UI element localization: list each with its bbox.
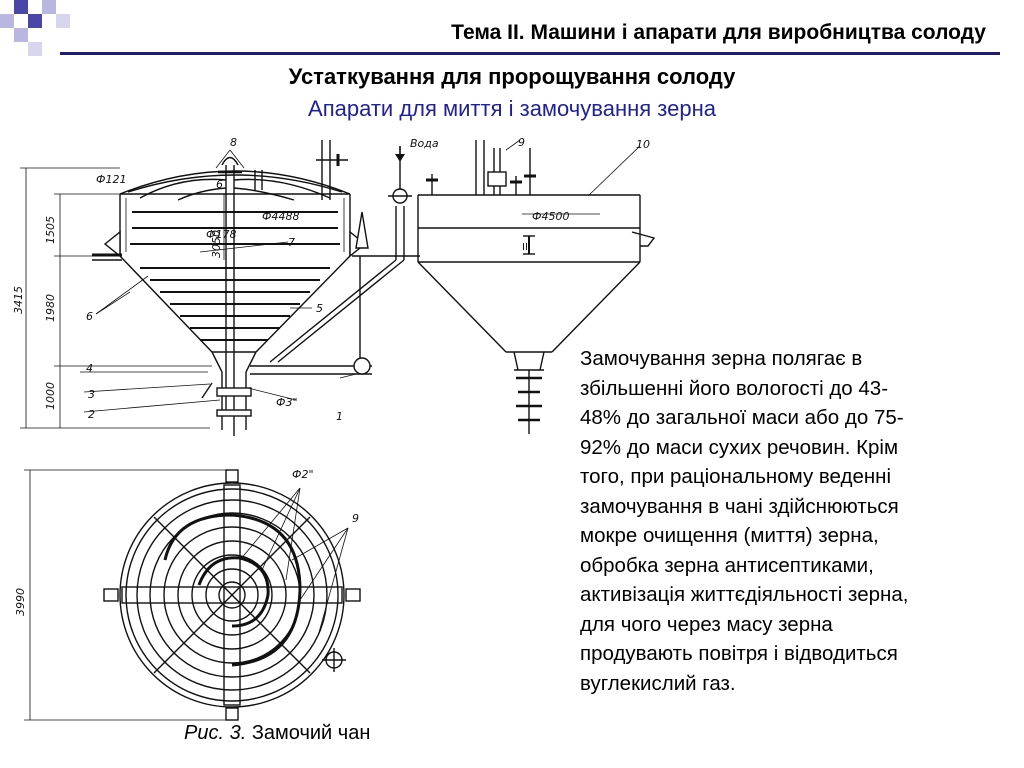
- corner-decoration: [0, 0, 70, 56]
- vat-section-view: [20, 140, 420, 436]
- label-7: 7: [288, 236, 295, 249]
- figure-caption-number: Рис. 3.: [184, 722, 247, 744]
- vat-plan-view: [24, 469, 361, 721]
- dimension-1980: 1980: [44, 294, 57, 322]
- label-2: 2: [88, 408, 95, 421]
- label-4: 4: [86, 362, 93, 375]
- dimension-3415: 3415: [12, 286, 25, 314]
- label-8: 8: [230, 136, 237, 149]
- dimension-1505: 1505: [44, 216, 57, 244]
- dimension-3990: 3990: [14, 588, 27, 616]
- label-water: Вода: [410, 137, 439, 150]
- label-phi3: Ф3": [276, 396, 298, 409]
- label-1: 1: [336, 410, 343, 423]
- label-phi178: Ф178: [206, 228, 236, 241]
- topic-band: [60, 10, 1000, 55]
- label-5: 5: [316, 302, 323, 315]
- topic-title: Тема II. Машини і апарати для виробництв…: [451, 21, 986, 44]
- label-phi4488: Ф4488: [262, 210, 299, 223]
- label-6a: 6: [86, 310, 93, 323]
- label-6b: 6: [216, 178, 223, 191]
- label-10: 10: [636, 138, 650, 151]
- label-phi2: Ф2": [292, 468, 314, 481]
- figure-caption: Рис. 3. Замочий чан: [184, 722, 370, 745]
- vat-outline-view: [417, 139, 656, 434]
- label-9b: 9: [352, 512, 359, 525]
- label-3: 3: [88, 388, 95, 401]
- label-roman-2: II: [522, 242, 528, 253]
- figure-caption-text: Замочий чан: [246, 722, 371, 744]
- description-text: Замочування зерна полягає в збільшенні й…: [580, 347, 909, 695]
- label-phi121: Ф121: [96, 173, 126, 186]
- label-9a: 9: [518, 136, 525, 149]
- slide-heading: Устаткування для пророщування солоду: [288, 64, 736, 89]
- dimension-1000: 1000: [44, 382, 57, 410]
- slide-subheading: Апарати для миття і замочування зерна: [308, 96, 716, 121]
- label-phi4500: Ф4500: [532, 210, 569, 223]
- dimension-3050: 3050: [210, 230, 223, 258]
